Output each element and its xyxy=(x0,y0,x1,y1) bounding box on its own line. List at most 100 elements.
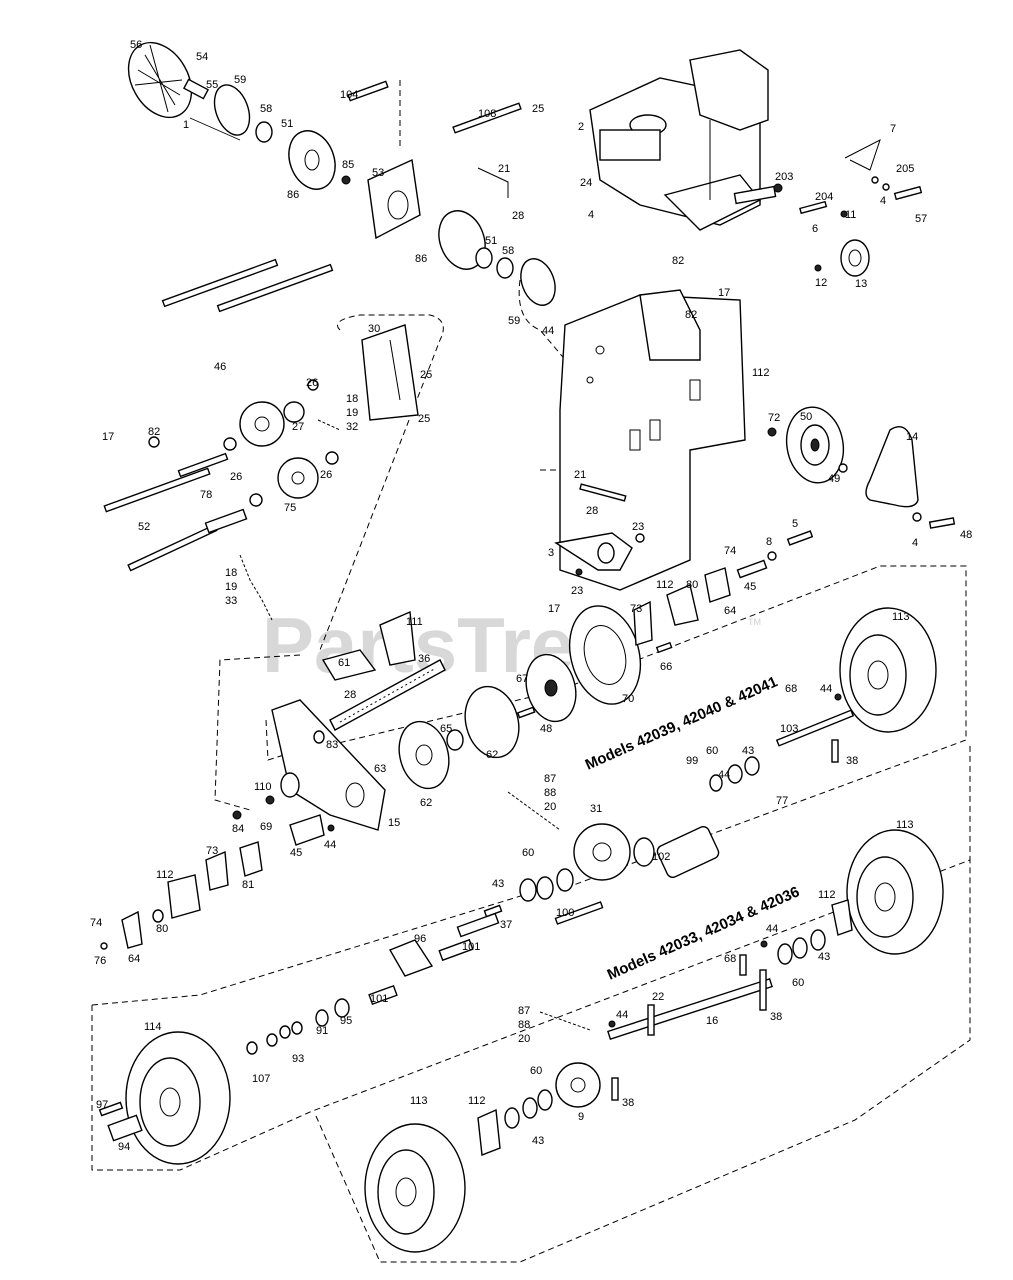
part-label-101b: 101 xyxy=(370,993,388,1005)
part-label-45b: 45 xyxy=(290,847,302,859)
part-label-74a: 74 xyxy=(724,545,736,557)
part-label-60c: 60 xyxy=(792,977,804,989)
impeller-group xyxy=(127,41,336,190)
part-label-21b: 21 xyxy=(574,469,586,481)
part-label-61: 61 xyxy=(338,657,350,669)
part-label-107: 107 xyxy=(252,1073,270,1085)
part-label-25b: 25 xyxy=(420,369,432,381)
part-label-28c: 28 xyxy=(344,689,356,701)
part-label-24: 24 xyxy=(580,177,592,189)
part-label-94: 94 xyxy=(118,1141,130,1153)
part-label-73a: 73 xyxy=(630,603,642,615)
part-label-56: 56 xyxy=(130,39,142,51)
part-label-43c: 43 xyxy=(818,951,830,963)
part-label-86b: 86 xyxy=(415,253,427,265)
part-label-58b: 58 xyxy=(502,245,514,257)
part-label-203: 203 xyxy=(775,171,793,183)
part-label-100: 100 xyxy=(556,907,574,919)
part-label-82a: 82 xyxy=(672,255,684,267)
part-label-111: 111 xyxy=(406,616,423,628)
part-label-19b: 19 xyxy=(225,581,237,593)
part-label-64b: 64 xyxy=(128,953,140,965)
part-label-101a: 101 xyxy=(462,941,480,953)
part-label-48a: 48 xyxy=(960,529,972,541)
part-label-110: 110 xyxy=(254,781,272,793)
part-label-44e: 44 xyxy=(766,923,778,935)
part-label-37: 37 xyxy=(500,919,512,931)
part-label-108: 108 xyxy=(478,108,496,120)
part-label-17b: 17 xyxy=(102,431,114,443)
pulley-belt-group xyxy=(767,406,956,529)
part-label-26c: 26 xyxy=(320,469,332,481)
part-label-2: 2 xyxy=(578,121,584,133)
part-label-65: 65 xyxy=(440,723,452,735)
part-label-7: 7 xyxy=(890,123,896,135)
drive-group-center xyxy=(271,483,814,831)
part-label-9: 9 xyxy=(578,1111,584,1123)
part-label-48b: 48 xyxy=(540,723,552,735)
part-label-4c: 4 xyxy=(912,537,918,549)
part-label-68b: 68 xyxy=(724,953,736,965)
part-label-84: 84 xyxy=(232,823,244,835)
part-label-64a: 64 xyxy=(724,605,736,617)
part-label-25c: 25 xyxy=(418,413,430,425)
part-label-60d: 60 xyxy=(530,1065,542,1077)
part-label-54: 54 xyxy=(196,51,208,63)
part-label-53: 53 xyxy=(372,167,384,179)
part-label-38c: 38 xyxy=(622,1097,634,1109)
part-label-46: 46 xyxy=(214,361,226,373)
part-label-18a: 18 xyxy=(346,393,358,405)
part-label-88b: 88 xyxy=(518,1019,530,1031)
sprocket-31-group xyxy=(456,791,720,938)
part-label-23a: 23 xyxy=(632,521,644,533)
part-label-55: 55 xyxy=(206,79,218,91)
part-label-44d: 44 xyxy=(324,839,336,851)
part-label-31: 31 xyxy=(590,803,602,815)
sprocket-group-left xyxy=(103,258,419,621)
part-label-50: 50 xyxy=(800,411,812,423)
part-label-1: 1 xyxy=(183,119,189,131)
part-label-27: 27 xyxy=(292,421,304,433)
engine-pulley-group xyxy=(773,138,923,277)
part-label-44a: 44 xyxy=(542,325,554,337)
part-label-76: 76 xyxy=(94,955,106,967)
wheel-113-bottom xyxy=(364,1011,619,1253)
part-label-74b: 74 xyxy=(90,917,102,929)
part-label-33: 33 xyxy=(225,595,237,607)
part-label-26b: 26 xyxy=(230,471,242,483)
part-label-44f: 44 xyxy=(616,1009,628,1021)
part-label-22: 22 xyxy=(652,991,664,1003)
part-label-6: 6 xyxy=(812,223,818,235)
part-label-96: 96 xyxy=(414,933,426,945)
part-label-44c: 44 xyxy=(718,769,730,781)
part-label-112a: 112 xyxy=(752,367,770,379)
part-label-62a: 62 xyxy=(486,749,498,761)
part-label-82b: 82 xyxy=(685,309,697,321)
part-label-85: 85 xyxy=(342,159,354,171)
part-label-63: 63 xyxy=(374,763,386,775)
engine xyxy=(589,49,777,231)
part-label-87b: 87 xyxy=(518,1005,530,1017)
part-label-16: 16 xyxy=(706,1015,718,1027)
part-label-25a: 25 xyxy=(532,103,544,115)
part-label-32: 32 xyxy=(346,421,358,433)
part-label-36: 36 xyxy=(418,653,430,665)
part-label-20b: 20 xyxy=(518,1033,530,1045)
part-label-17c: 17 xyxy=(548,603,560,615)
hub-group-left xyxy=(100,795,474,1006)
part-label-18b: 18 xyxy=(225,567,237,579)
part-label-20a: 20 xyxy=(544,801,556,813)
part-label-45a: 45 xyxy=(744,581,756,593)
part-label-72: 72 xyxy=(768,412,780,424)
wheel-113-middle xyxy=(607,829,944,1040)
part-label-14: 14 xyxy=(906,431,918,443)
part-label-70: 70 xyxy=(622,693,634,705)
part-label-19a: 19 xyxy=(346,407,358,419)
part-label-97: 97 xyxy=(96,1099,108,1111)
part-label-44b: 44 xyxy=(820,683,832,695)
part-label-80a: 80 xyxy=(686,579,698,591)
part-label-60b: 60 xyxy=(522,847,534,859)
part-label-59b: 59 xyxy=(508,315,520,327)
